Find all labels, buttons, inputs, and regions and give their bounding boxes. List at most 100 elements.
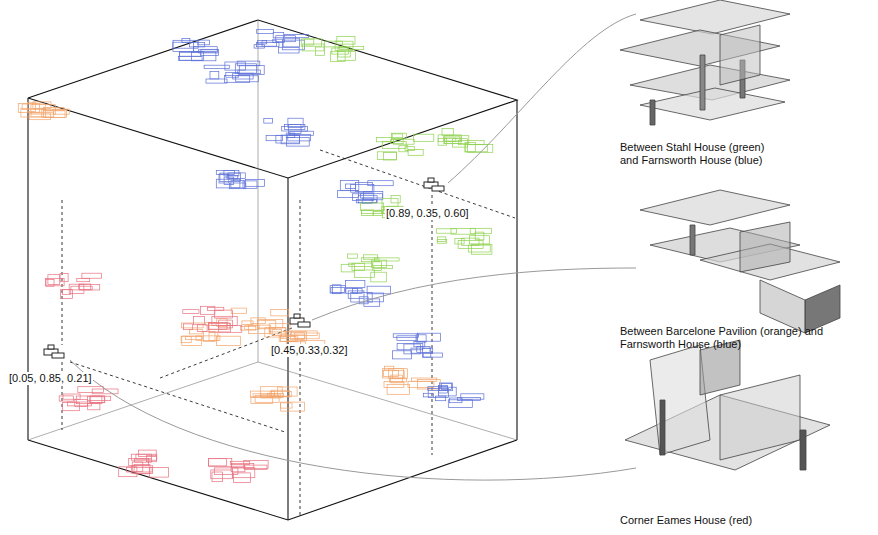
plan-outline [179,52,201,56]
plan-outline [149,468,168,478]
plan-outline [361,194,383,198]
plan-outline [283,38,299,47]
plan-outline [391,196,400,203]
plan-outline [377,152,396,160]
plan-outline [364,192,383,200]
plan-outline [418,333,441,341]
plan-outline [428,389,448,398]
plan-outline [92,389,118,394]
plan-outline [230,461,249,464]
plan-outline [228,173,245,179]
plan-outline [265,328,286,337]
plan-outline [90,397,104,403]
plan-outline [129,458,149,465]
plan-outline [367,293,383,302]
plan-outline [279,47,300,53]
plan-outline [304,39,314,45]
plan-outline [414,134,434,141]
plan-outline [78,387,104,393]
plan-outline [60,290,72,299]
plan-outline [236,76,259,82]
plan-outline [212,472,223,482]
plan-outline [416,335,426,342]
plan-outline [348,254,358,258]
plan-outline [333,285,342,294]
plan-outline [338,51,356,60]
plan-outline [291,331,317,336]
plan-outline [194,47,218,52]
plan-outline [63,394,80,399]
plan-outline [364,255,378,259]
plan-outline [362,210,374,216]
plan-outline [244,465,267,469]
plan-outline [214,468,238,475]
plan-outline [224,171,239,176]
plan-outline [182,336,202,346]
plan-outline [383,371,398,377]
plan-outline [475,232,484,240]
plan-outline [423,353,442,357]
plan-outline [436,396,446,401]
coordinate-label: [0.89, 0.35, 0.60] [385,207,470,220]
plan-outline [436,229,456,233]
plan-outline [383,152,396,160]
plan-outline [185,336,202,339]
plan-outline [417,347,430,353]
house-renderings [620,0,840,470]
plan-outline [46,280,54,287]
plan-outline [438,138,446,145]
plan-outline [468,145,493,153]
plan-outline [231,466,245,472]
plan-clusters [18,30,493,483]
plan-outline [253,394,275,397]
plan-outline [208,459,226,466]
leader-lines [70,14,636,480]
plan-outline [438,237,446,242]
coordinate-label: [0.05, 0.85, 0.21] [8,372,93,385]
plan-outline [301,39,322,46]
plan-outline [126,468,152,472]
plan-outline [346,281,365,288]
plan-outline [269,324,290,332]
plan-outline [376,137,391,141]
plan-outline [352,263,365,270]
plan-outline [42,110,67,118]
plan-outline [340,181,359,191]
plan-outline [455,239,464,245]
plan-outline [389,378,406,382]
plan-outline [452,139,467,147]
plan-outline [245,326,259,330]
plan-outline [88,403,100,410]
plan-outline [331,287,345,292]
plan-outline [348,291,364,298]
plan-outline [62,402,79,410]
plan-outline [173,42,194,51]
plan-outline [194,317,205,325]
plan-outline [209,323,230,332]
plan-outline [59,396,73,401]
plan-outline [373,212,383,216]
plan-outline [272,330,281,336]
plan-outline [387,385,410,395]
plan-outline [206,79,227,83]
plan-outline [351,184,374,192]
plan-outline [372,260,387,267]
plan-outline [246,179,265,186]
plan-outline [280,403,292,408]
plan-outline [282,127,308,131]
plan-outline [281,402,305,411]
caption: Between Stahl House (green) and Farnswor… [620,141,782,167]
plan-outline [82,273,102,278]
plan-outline [279,336,298,342]
plan-outline [281,135,299,144]
plan-outline [444,136,469,144]
plan-outline [444,138,461,144]
plan-outline [190,43,205,47]
plan-outline [269,328,285,334]
caption: Corner Eames House (red) [620,514,752,527]
plan-outline [442,129,453,136]
plan-outline [210,72,219,79]
plan-outline [412,378,437,381]
plan-outline [219,326,242,333]
